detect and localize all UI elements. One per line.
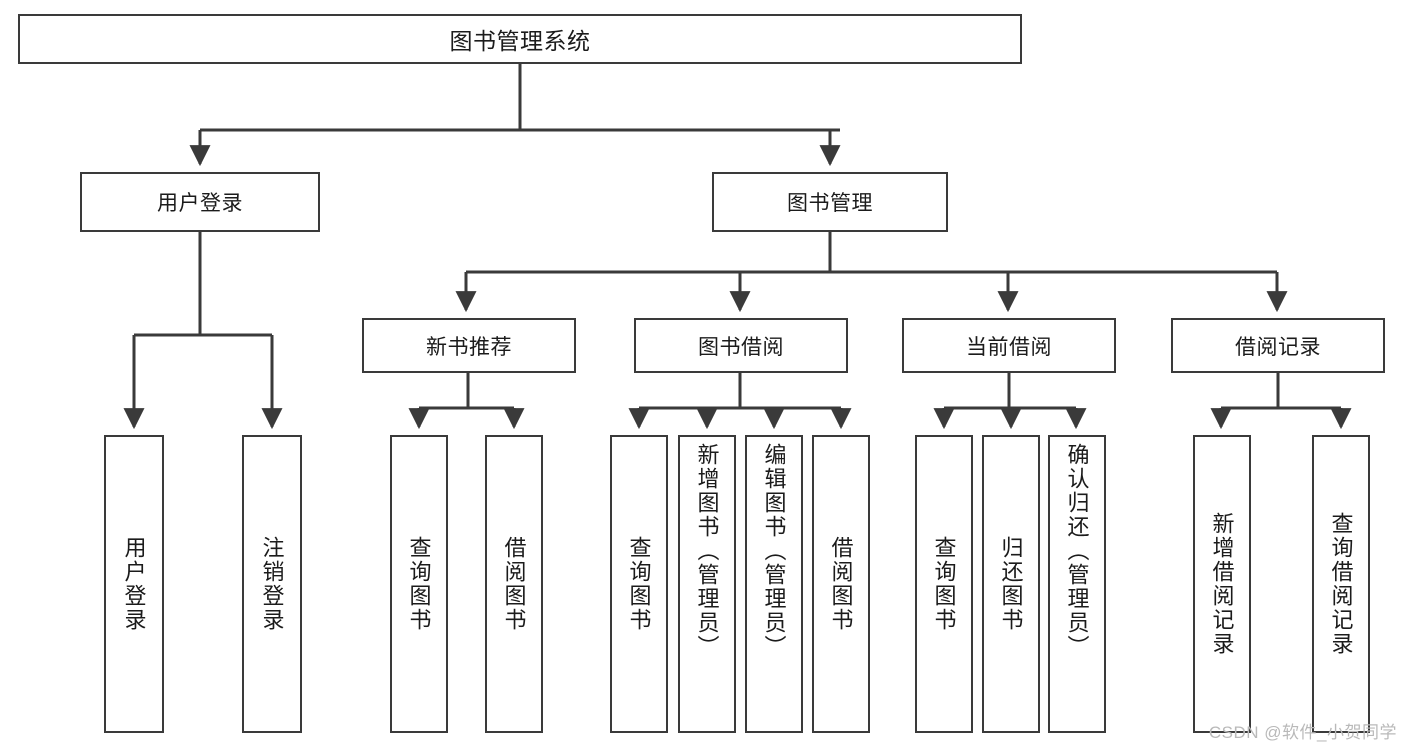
node-user-login[interactable]: 用户登录 xyxy=(80,172,320,232)
node-current-borrow[interactable]: 当前借阅 xyxy=(902,318,1116,373)
leaf-label: 归还图书 xyxy=(998,536,1024,632)
leaf-query-book-borrow[interactable]: 查询图书 xyxy=(610,435,668,733)
leaf-query-book-current[interactable]: 查询图书 xyxy=(915,435,973,733)
leaf-label: 编辑图书（管理员） xyxy=(761,443,787,659)
leaf-label: 注销登录 xyxy=(259,536,285,632)
node-borrow-record[interactable]: 借阅记录 xyxy=(1171,318,1385,373)
leaf-label: 查询图书 xyxy=(931,536,957,632)
leaf-label: 新增借阅记录 xyxy=(1209,512,1235,656)
leaf-borrow-book[interactable]: 借阅图书 xyxy=(812,435,870,733)
node-root-system[interactable]: 图书管理系统 xyxy=(18,14,1022,64)
node-label: 借阅记录 xyxy=(1235,335,1321,359)
leaf-label: 借阅图书 xyxy=(501,536,527,632)
leaf-label: 确认归还（管理员） xyxy=(1064,443,1090,659)
node-book-management[interactable]: 图书管理 xyxy=(712,172,948,232)
leaf-label: 查询借阅记录 xyxy=(1328,512,1354,656)
leaf-edit-book-admin[interactable]: 编辑图书（管理员） xyxy=(745,435,803,733)
leaf-label: 新增图书（管理员） xyxy=(694,443,720,659)
leaf-add-book-admin[interactable]: 新增图书（管理员） xyxy=(678,435,736,733)
leaf-confirm-return-admin[interactable]: 确认归还（管理员） xyxy=(1048,435,1106,733)
leaf-label: 查询图书 xyxy=(626,536,652,632)
leaf-user-login[interactable]: 用户登录 xyxy=(104,435,164,733)
leaf-logout[interactable]: 注销登录 xyxy=(242,435,302,733)
leaf-query-borrow-record[interactable]: 查询借阅记录 xyxy=(1312,435,1370,733)
leaf-add-borrow-record[interactable]: 新增借阅记录 xyxy=(1193,435,1251,733)
node-label: 图书管理系统 xyxy=(449,28,591,54)
node-new-book-recommend[interactable]: 新书推荐 xyxy=(362,318,576,373)
leaf-borrow-book-recommend[interactable]: 借阅图书 xyxy=(485,435,543,733)
node-label: 用户登录 xyxy=(157,192,243,215)
node-book-borrow[interactable]: 图书借阅 xyxy=(634,318,848,373)
leaf-return-book[interactable]: 归还图书 xyxy=(982,435,1040,733)
node-label: 图书借阅 xyxy=(698,335,784,359)
leaf-label: 借阅图书 xyxy=(828,536,854,632)
watermark: CSDN @软件_小贺同学 xyxy=(1208,723,1397,742)
leaf-label: 用户登录 xyxy=(121,536,147,632)
node-label: 新书推荐 xyxy=(426,335,512,359)
leaf-label: 查询图书 xyxy=(406,536,432,632)
node-label: 图书管理 xyxy=(787,192,873,215)
node-label: 当前借阅 xyxy=(966,335,1052,359)
leaf-query-book-recommend[interactable]: 查询图书 xyxy=(390,435,448,733)
